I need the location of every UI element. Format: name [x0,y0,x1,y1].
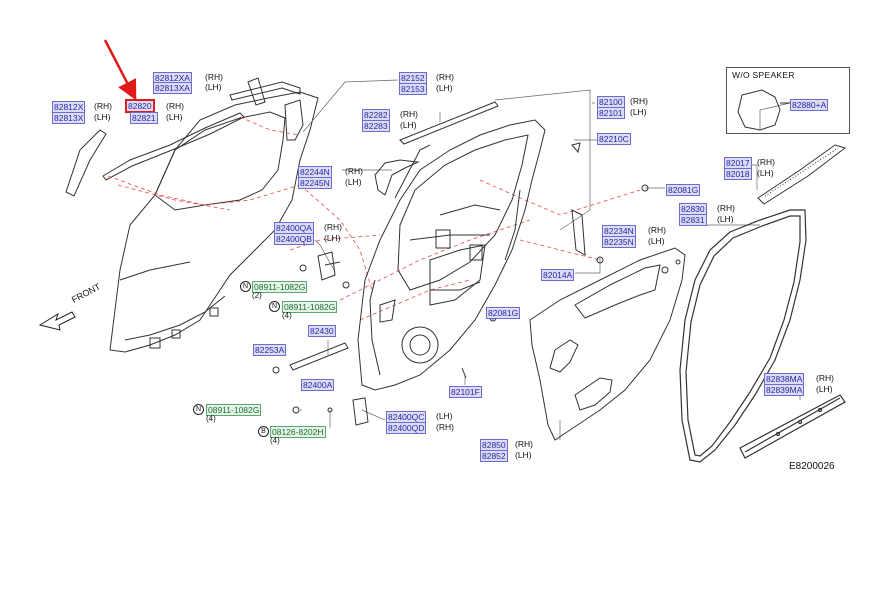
part-number-c34[interactable]: 08911-1082G [206,404,262,416]
door-weatherstrip [679,209,846,463]
side-c35: (LH) [436,411,453,421]
part-number-c4[interactable]: 82813X [52,112,86,124]
part-number-c5-highlighted[interactable]: 82820 [125,99,155,113]
outer-door-panel [109,91,319,353]
part-number-c19[interactable]: 82880+A [790,99,829,111]
side-c3: (RH) [94,101,112,111]
part-number-c37[interactable]: 08126-8202H [270,426,326,438]
side-c8: (LH) [436,83,453,93]
part-number-c16[interactable]: 82081G [666,184,701,196]
part-number-c18[interactable]: 82018 [724,168,752,180]
speaker-cover [737,89,790,131]
side-c14: (RH) [345,166,363,176]
side-c41: (LH) [515,450,532,460]
part-number-c28[interactable]: 82014A [541,269,575,281]
part-number-c8[interactable]: 82153 [399,83,427,95]
bolt-symbol-c37: B [258,426,269,437]
part-number-c31[interactable]: 82253A [253,344,287,356]
part-number-c26[interactable]: 08911-1082G [252,281,308,293]
side-c18: (LH) [757,168,774,178]
side-c20: (RH) [717,203,735,213]
part-number-c27[interactable]: 08911-1082G [282,301,338,313]
part-number-c25[interactable]: 82235N [602,236,636,248]
part-number-c36[interactable]: 82400QD [386,422,427,434]
part-number-c13[interactable]: 82210C [597,133,631,145]
side-c17: (RH) [757,157,775,167]
part-number-c10[interactable]: 82283 [362,120,390,132]
side-c1: (RH) [205,72,223,82]
leader-lines [300,79,801,440]
trim-moulding-parts [65,77,301,197]
part-number-c21[interactable]: 82831 [679,214,707,226]
part-number-c29[interactable]: 82430 [308,325,336,337]
side-c5: (RH) [166,101,184,111]
hinge-assemblies [272,251,467,426]
diagram-code: E8200026 [789,461,835,472]
highlight-arrow [103,39,137,101]
belt-moulding [757,144,847,205]
side-c39: (LH) [816,384,833,394]
side-c10: (LH) [400,120,417,130]
front-arrow-icon [38,311,76,331]
nut-symbol-c27: N [269,301,280,312]
side-c15: (LH) [345,177,362,187]
part-number-c6[interactable]: 82821 [130,112,158,124]
part-number-c32[interactable]: 82400A [301,379,335,391]
side-c25: (LH) [648,236,665,246]
side-c2: (LH) [205,82,222,92]
side-c11: (RH) [630,96,648,106]
side-c6: (LH) [166,112,183,122]
qty-c34: (4) [206,414,216,423]
part-number-c12[interactable]: 82101 [597,107,625,119]
nut-symbol-c34: N [193,404,204,415]
side-c23: (LH) [324,233,341,243]
part-number-c41[interactable]: 82852 [480,450,508,462]
side-c21: (LH) [717,214,734,224]
part-number-c30[interactable]: 82081G [486,307,521,319]
inner-door-frame [357,119,546,391]
side-c12: (LH) [630,107,647,117]
inset-title: W/O SPEAKER [732,70,795,80]
qty-c26: (2) [252,291,262,300]
side-c4: (LH) [94,112,111,122]
door-trim-panel [529,247,686,441]
side-c22: (RH) [324,222,342,232]
part-number-c24[interactable]: 82234N [602,225,636,237]
part-number-c33[interactable]: 82101F [449,386,482,398]
side-c36: (RH) [436,422,454,432]
side-c24: (RH) [648,225,666,235]
qty-c37: (4) [270,436,280,445]
side-c38: (RH) [816,373,834,383]
part-number-c23[interactable]: 82400QB [274,233,314,245]
side-c40: (RH) [515,439,533,449]
without-speaker-inset [726,67,850,134]
guide-lines [107,116,641,321]
part-number-c39[interactable]: 82839MA [764,384,805,396]
qty-c27: (4) [282,311,292,320]
side-c7: (RH) [436,72,454,82]
nut-symbol-c26: N [240,281,251,292]
part-number-c15[interactable]: 82245N [298,177,332,189]
side-c9: (RH) [400,109,418,119]
part-number-c2[interactable]: 82813XA [153,82,192,94]
